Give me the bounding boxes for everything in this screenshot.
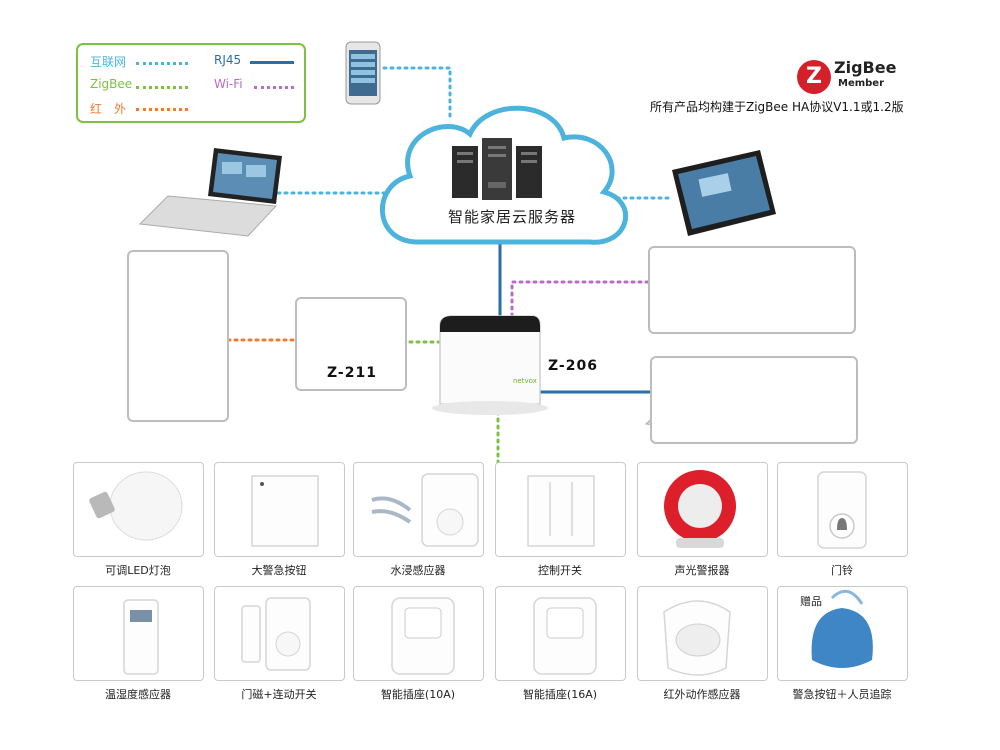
laptop-icon (138, 148, 282, 237)
device-card-siren (637, 462, 768, 557)
ir-controller-box: Z-211 (295, 297, 407, 391)
internet-link-phone (382, 66, 452, 122)
server-rack-icon (452, 138, 542, 200)
device-card-doorbell (777, 462, 908, 557)
device-card-panic-button: 赠品 (777, 586, 908, 681)
legend-rj45-label: RJ45 (214, 53, 242, 67)
ir-controller-model: Z-211 (327, 365, 377, 381)
device-caption: 声光警报器 (674, 564, 730, 577)
wifi-devices-box (648, 246, 856, 334)
device-caption: 红外动作感应器 (663, 688, 741, 701)
legend-zigbee-line (136, 86, 188, 89)
hub-device (432, 315, 548, 415)
device-card-pir-sensor (637, 586, 768, 681)
device-caption: 智能插座(10A) (380, 688, 456, 701)
legend-internet-line (136, 62, 188, 65)
tablet-icon (672, 150, 776, 236)
hub-model: Z-206 (548, 358, 598, 374)
lan-devices-box (650, 356, 858, 444)
legend-infrared-line (136, 108, 188, 111)
smartphone-icon (345, 41, 381, 105)
zigbee-logo-icon: Z (797, 60, 831, 94)
legend-wifi-label: Wi-Fi (214, 77, 243, 91)
device-caption: 智能插座(16A) (522, 688, 598, 701)
legend-wifi-line (254, 86, 294, 89)
device-card-smart-plug-16a (495, 586, 626, 681)
device-caption: 可调LED灯泡 (105, 564, 171, 577)
legend-infrared-label: 红 外 (90, 102, 127, 116)
device-card-water-leak-sensor (353, 462, 484, 557)
device-card-led-bulb (73, 462, 204, 557)
device-card-temp-humidity-sensor (73, 586, 204, 681)
legend-box: 互联网 ZigBee 红 外 RJ45 Wi-Fi (76, 43, 306, 123)
legend-internet-label: 互联网 (90, 55, 127, 69)
hub-brand: netvox (513, 377, 537, 385)
device-caption: 门铃 (831, 564, 853, 577)
legend-rj45-line (250, 61, 294, 64)
wifi-link (510, 280, 652, 332)
device-card-big-emergency-button (214, 462, 345, 557)
device-caption: 大警急按钮 (251, 564, 307, 577)
device-card-smart-plug-10a (353, 586, 484, 681)
legend-zigbee-label: ZigBee (90, 77, 133, 91)
ir-appliances-box (127, 250, 229, 422)
zigbee-badge-member: Member (838, 78, 885, 89)
device-card-door-magnet (214, 586, 345, 681)
device-caption: 门磁+连动开关 (241, 688, 317, 701)
cloud-server-label: 智能家居云服务器 (447, 208, 576, 226)
device-caption: 警急按钮＋人员追踪 (792, 688, 892, 701)
gift-badge: 赠品 (800, 595, 822, 608)
device-caption: 控制开关 (538, 564, 582, 577)
zigbee-compat-text: 所有产品均构建于ZigBee HA协议V1.1或1.2版 (650, 100, 904, 114)
device-caption: 水浸感应器 (390, 564, 446, 577)
device-card-control-switch (495, 462, 626, 557)
zigbee-badge-name: ZigBee (834, 58, 897, 77)
device-caption: 温湿度感应器 (105, 688, 171, 701)
